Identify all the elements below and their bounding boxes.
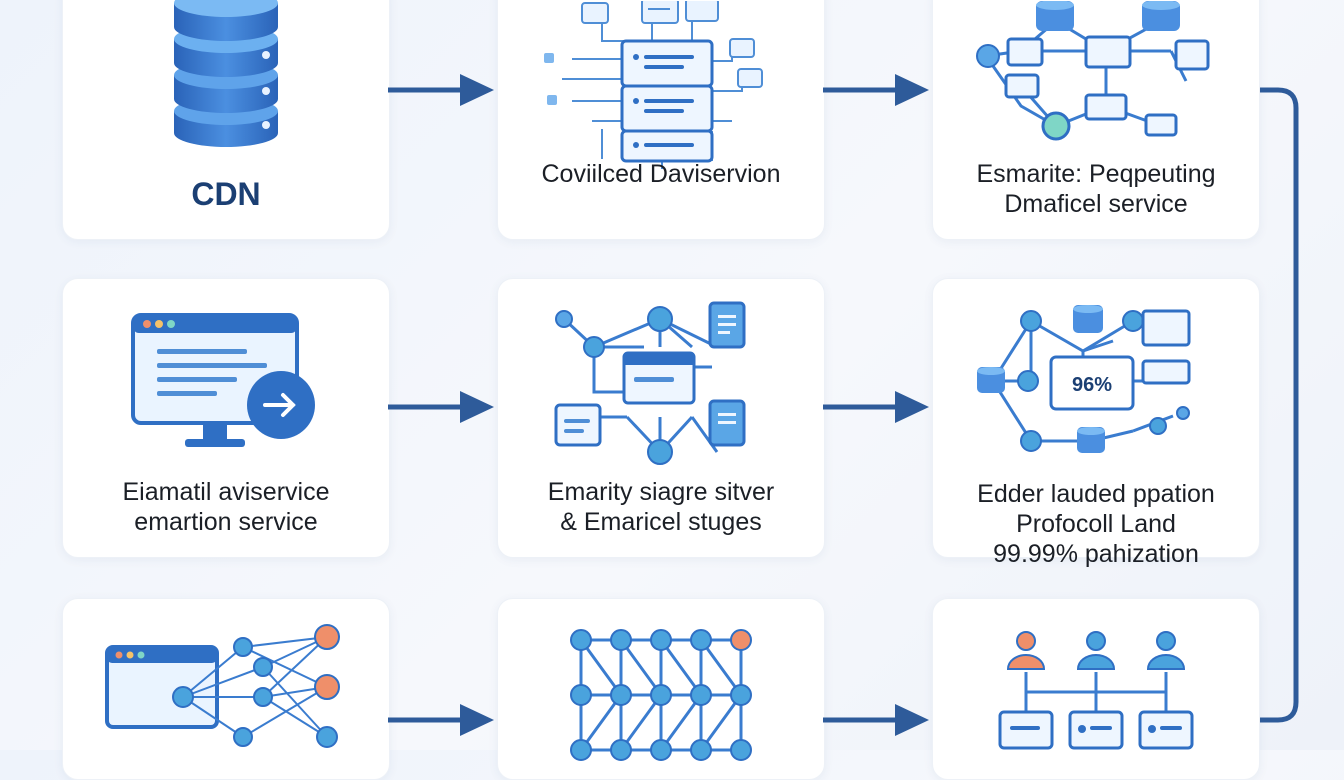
card-title-line: Dmaficel service: [1004, 190, 1188, 218]
card-monitor-service: Eiamatil aviservice emartion service: [62, 278, 390, 558]
card-network-graph: Emarity siagre sitver & Emaricel stuges: [497, 278, 825, 558]
network-graph-icon: [554, 301, 746, 465]
monitor-arrow-icon: [131, 313, 315, 447]
db-node: [1036, 1, 1074, 31]
card-title-line: Coviilced Daviservion: [541, 160, 781, 188]
card-title-line: Esmarite: Peqpeuting: [976, 160, 1216, 188]
card-title-line: Profocoll Land: [1016, 510, 1176, 538]
arrow-right-icon: [388, 704, 494, 736]
database-icon: [174, 0, 278, 147]
users-servers-icon: [998, 631, 1194, 750]
card-title-line: Eiamatil aviservice: [122, 478, 330, 506]
card-analytics-network: 96% Edder lauded ppation Profocoll Land …: [932, 278, 1260, 568]
card-title-line: CDN: [191, 176, 261, 212]
user-icon: [1006, 631, 1046, 670]
card-browser-network: [62, 598, 390, 780]
card-users-servers: [932, 598, 1260, 780]
arrow-right-icon: [823, 704, 929, 736]
arrow-right-icon: [823, 391, 929, 423]
card-title-line: Emarity siagre sitver: [547, 478, 775, 506]
card-title-line: 99.99% pahization: [993, 540, 1199, 568]
arrow-right-icon: [823, 74, 929, 106]
card-title-line: Edder lauded ppation: [977, 480, 1215, 508]
card-cdn: CDN: [62, 0, 390, 240]
card-mesh-network: [497, 598, 825, 780]
arrow-right-icon: [388, 391, 494, 423]
flow-connector: [1260, 87, 1299, 723]
browser-network-icon: [105, 624, 340, 748]
card-server-network: Coviilced Daviservion: [497, 0, 825, 240]
card-database-network: Esmarite: Peqpeuting Dmaficel service: [932, 0, 1260, 240]
server-network-icon: [544, 1, 763, 169]
percent-badge: 96%: [1072, 374, 1112, 396]
database-network-icon: [976, 1, 1210, 141]
card-title-line: & Emaricel stuges: [560, 508, 762, 536]
arrow-right-icon: [388, 74, 494, 106]
analytics-network-icon: 96%: [977, 305, 1191, 453]
mesh-network-icon: [570, 629, 752, 761]
card-title-line: emartion service: [134, 508, 318, 536]
